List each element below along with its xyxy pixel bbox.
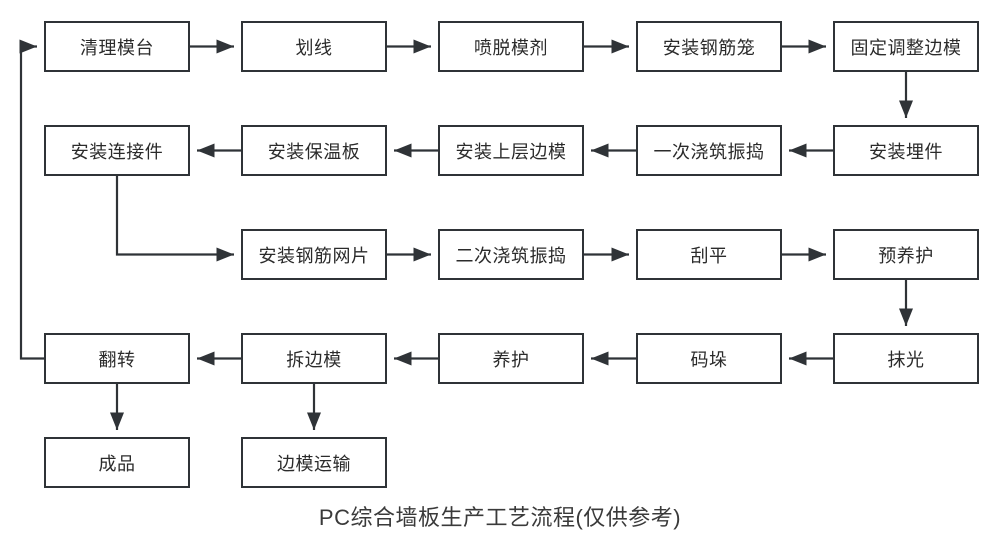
node-anzhuangshangcengbianmo[interactable]: 安装上层边模: [438, 125, 584, 176]
node-fanzhuan[interactable]: 翻转: [44, 333, 190, 384]
node-anzhuanglianjiejian[interactable]: 安装连接件: [44, 125, 190, 176]
diagram-caption: PC综合墙板生产工艺流程(仅供参考): [318, 505, 682, 530]
node-pentuomoji[interactable]: 喷脱模剂: [438, 21, 584, 72]
node-anzhuangmaijian[interactable]: 安装埋件: [833, 125, 979, 176]
node-ercijiaozhuzhendao[interactable]: 二次浇筑振捣: [438, 229, 584, 280]
node-chengpin[interactable]: 成品: [44, 437, 190, 488]
node-yicijiaozhuzhendao[interactable]: 一次浇筑振捣: [636, 125, 782, 176]
node-maduo[interactable]: 码垛: [636, 333, 782, 384]
node-qinglimotai[interactable]: 清理模台: [44, 21, 190, 72]
edge-n19-n1-loop: [19, 39, 44, 360]
node-moguang[interactable]: 抹光: [833, 333, 979, 384]
node-anzhuanggangjinwangpian[interactable]: 安装钢筋网片: [241, 229, 387, 280]
node-anzhuanggangjinlong[interactable]: 安装钢筋笼: [636, 21, 782, 72]
node-yuyanghu[interactable]: 预养护: [833, 229, 979, 280]
node-gudingtiaozhengbianmo[interactable]: 固定调整边模: [833, 21, 979, 72]
edge-n10-n11: [115, 176, 234, 262]
node-anzhuangbaowenban[interactable]: 安装保温板: [241, 125, 387, 176]
node-yanghu[interactable]: 养护: [438, 333, 584, 384]
node-huaxian[interactable]: 划线: [241, 21, 387, 72]
node-bianmoyunshu[interactable]: 边模运输: [241, 437, 387, 488]
node-chaibianmo[interactable]: 拆边模: [241, 333, 387, 384]
node-guaping[interactable]: 刮平: [636, 229, 782, 280]
